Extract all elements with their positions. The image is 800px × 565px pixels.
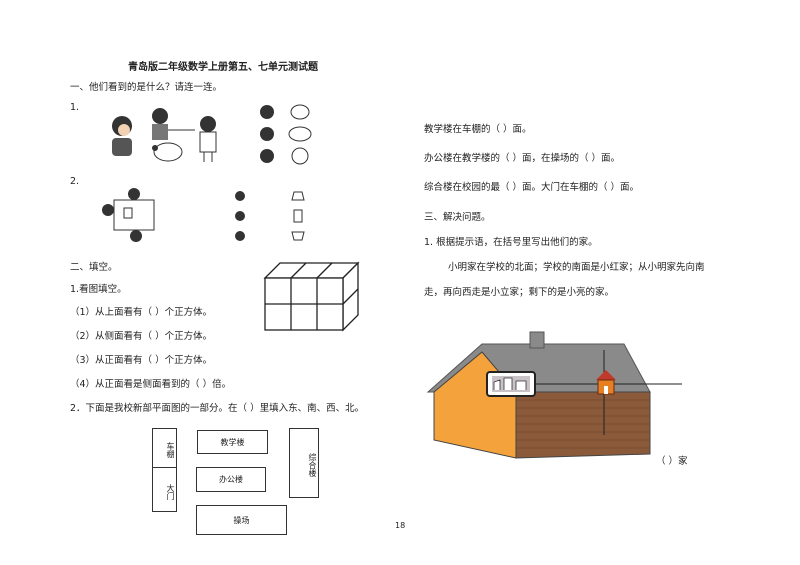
- q1-line-2: （2）从侧面看有（ ）个正方体。: [70, 331, 213, 342]
- right-line-1: 教学楼在车棚的（ ）面。: [424, 124, 532, 135]
- map-jiaoxuelou: 教学楼: [197, 430, 268, 454]
- s3-q1-text-line2: 走，再向西走是小立家；剩下的是小亮的家。: [424, 287, 615, 298]
- item1-number: 1.: [70, 102, 80, 113]
- s3-q1-text-line1: 小明家在学校的北面；学校的南面是小红家；从小明家先向南: [448, 262, 705, 273]
- section3-heading: 三、解决问题。: [424, 212, 491, 223]
- right-line-3: 综合楼在校园的最（ ）面。大门在车棚的（ ）面。: [424, 182, 640, 193]
- map-zonghelou: 综合楼: [289, 428, 319, 498]
- q1-line-4: （4）从正面看是侧面看到的（ ）倍。: [70, 379, 232, 390]
- map-damen: 大门: [152, 467, 177, 512]
- section1-heading: 一、他们看到的是什么？请连一连。: [70, 82, 223, 93]
- right-line-2: 办公楼在教学楼的（ ）面，在操场的（ ）面。: [424, 153, 621, 164]
- page-title: 青岛版二年级数学上册第五、七单元测试题: [128, 62, 318, 73]
- q1-line-3: （3）从正面看有（ ）个正方体。: [70, 355, 213, 366]
- map-chepeng: 车棚: [152, 428, 177, 468]
- section2-heading: 二、填空。: [70, 262, 118, 273]
- item2-number: 2.: [70, 176, 80, 187]
- page-number: 18: [395, 521, 406, 530]
- s3-q1-intro: 1. 根据提示语，在括号里写出他们的家。: [424, 237, 598, 248]
- item2-answer-options: [235, 191, 305, 241]
- q1-intro: 1.看图填空。: [70, 284, 127, 295]
- house-illustration: [426, 331, 682, 459]
- map-bangonglou: 办公楼: [196, 467, 266, 492]
- q1-line-1: （1）从上面看有（ ）个正方体。: [70, 307, 213, 318]
- item1-children-illustration: [112, 108, 217, 162]
- q2-intro: 2．下面是我校新部平面图的一部分。在（ ）里填入东、南、西、北。: [70, 403, 365, 414]
- item2-children-illustration: [102, 188, 155, 242]
- answer-blank: （ ）家: [656, 456, 688, 467]
- map-caochang: 操场: [196, 505, 287, 535]
- item1-answer-options: [260, 104, 312, 165]
- cube-stack-figure: [263, 261, 360, 332]
